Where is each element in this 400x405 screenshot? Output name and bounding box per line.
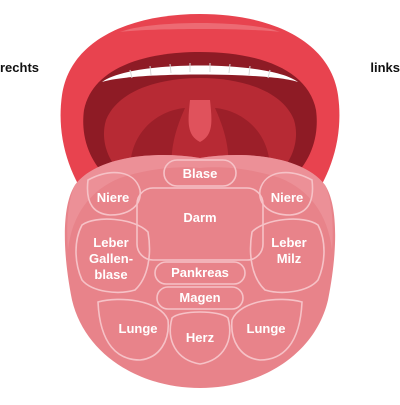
label-leber-milz-2: Milz [277, 251, 302, 266]
label-lunge-left: Lunge [247, 321, 286, 336]
label-lunge-right: Lunge [119, 321, 158, 336]
label-magen: Magen [179, 290, 220, 305]
label-left: links [370, 60, 400, 75]
label-herz: Herz [186, 330, 215, 345]
uvula [188, 100, 212, 142]
label-blase: Blase [183, 166, 218, 181]
throat-arch-right [215, 108, 270, 170]
zone-leber-milz [249, 218, 325, 294]
label-right: rechts [0, 60, 40, 75]
label-leber-galle-3: blase [94, 267, 127, 282]
teeth [102, 65, 298, 82]
label-niere-left: Niere [271, 190, 304, 205]
label-pankreas: Pankreas [171, 265, 229, 280]
tongue [64, 155, 336, 388]
zone-lunge-left [231, 298, 303, 361]
label-niere-right: Niere [97, 190, 130, 205]
label-darm: Darm [183, 210, 216, 225]
zone-magen [156, 286, 244, 310]
label-leber-galle-1: Leber [93, 235, 128, 250]
throat-arch-left [130, 108, 185, 170]
zone-blase [163, 159, 237, 187]
zone-niere-left [259, 171, 314, 216]
zone-lunge-right [97, 298, 169, 361]
zone-niere-right [86, 171, 141, 216]
label-leber-galle-2: Gallen- [89, 251, 133, 266]
lip-highlight [120, 23, 280, 32]
zone-pankreas [154, 261, 246, 285]
label-leber-milz-1: Leber [271, 235, 306, 250]
zone-leber-galle [75, 218, 151, 294]
zone-herz [169, 311, 231, 365]
teeth-lines [129, 63, 271, 79]
